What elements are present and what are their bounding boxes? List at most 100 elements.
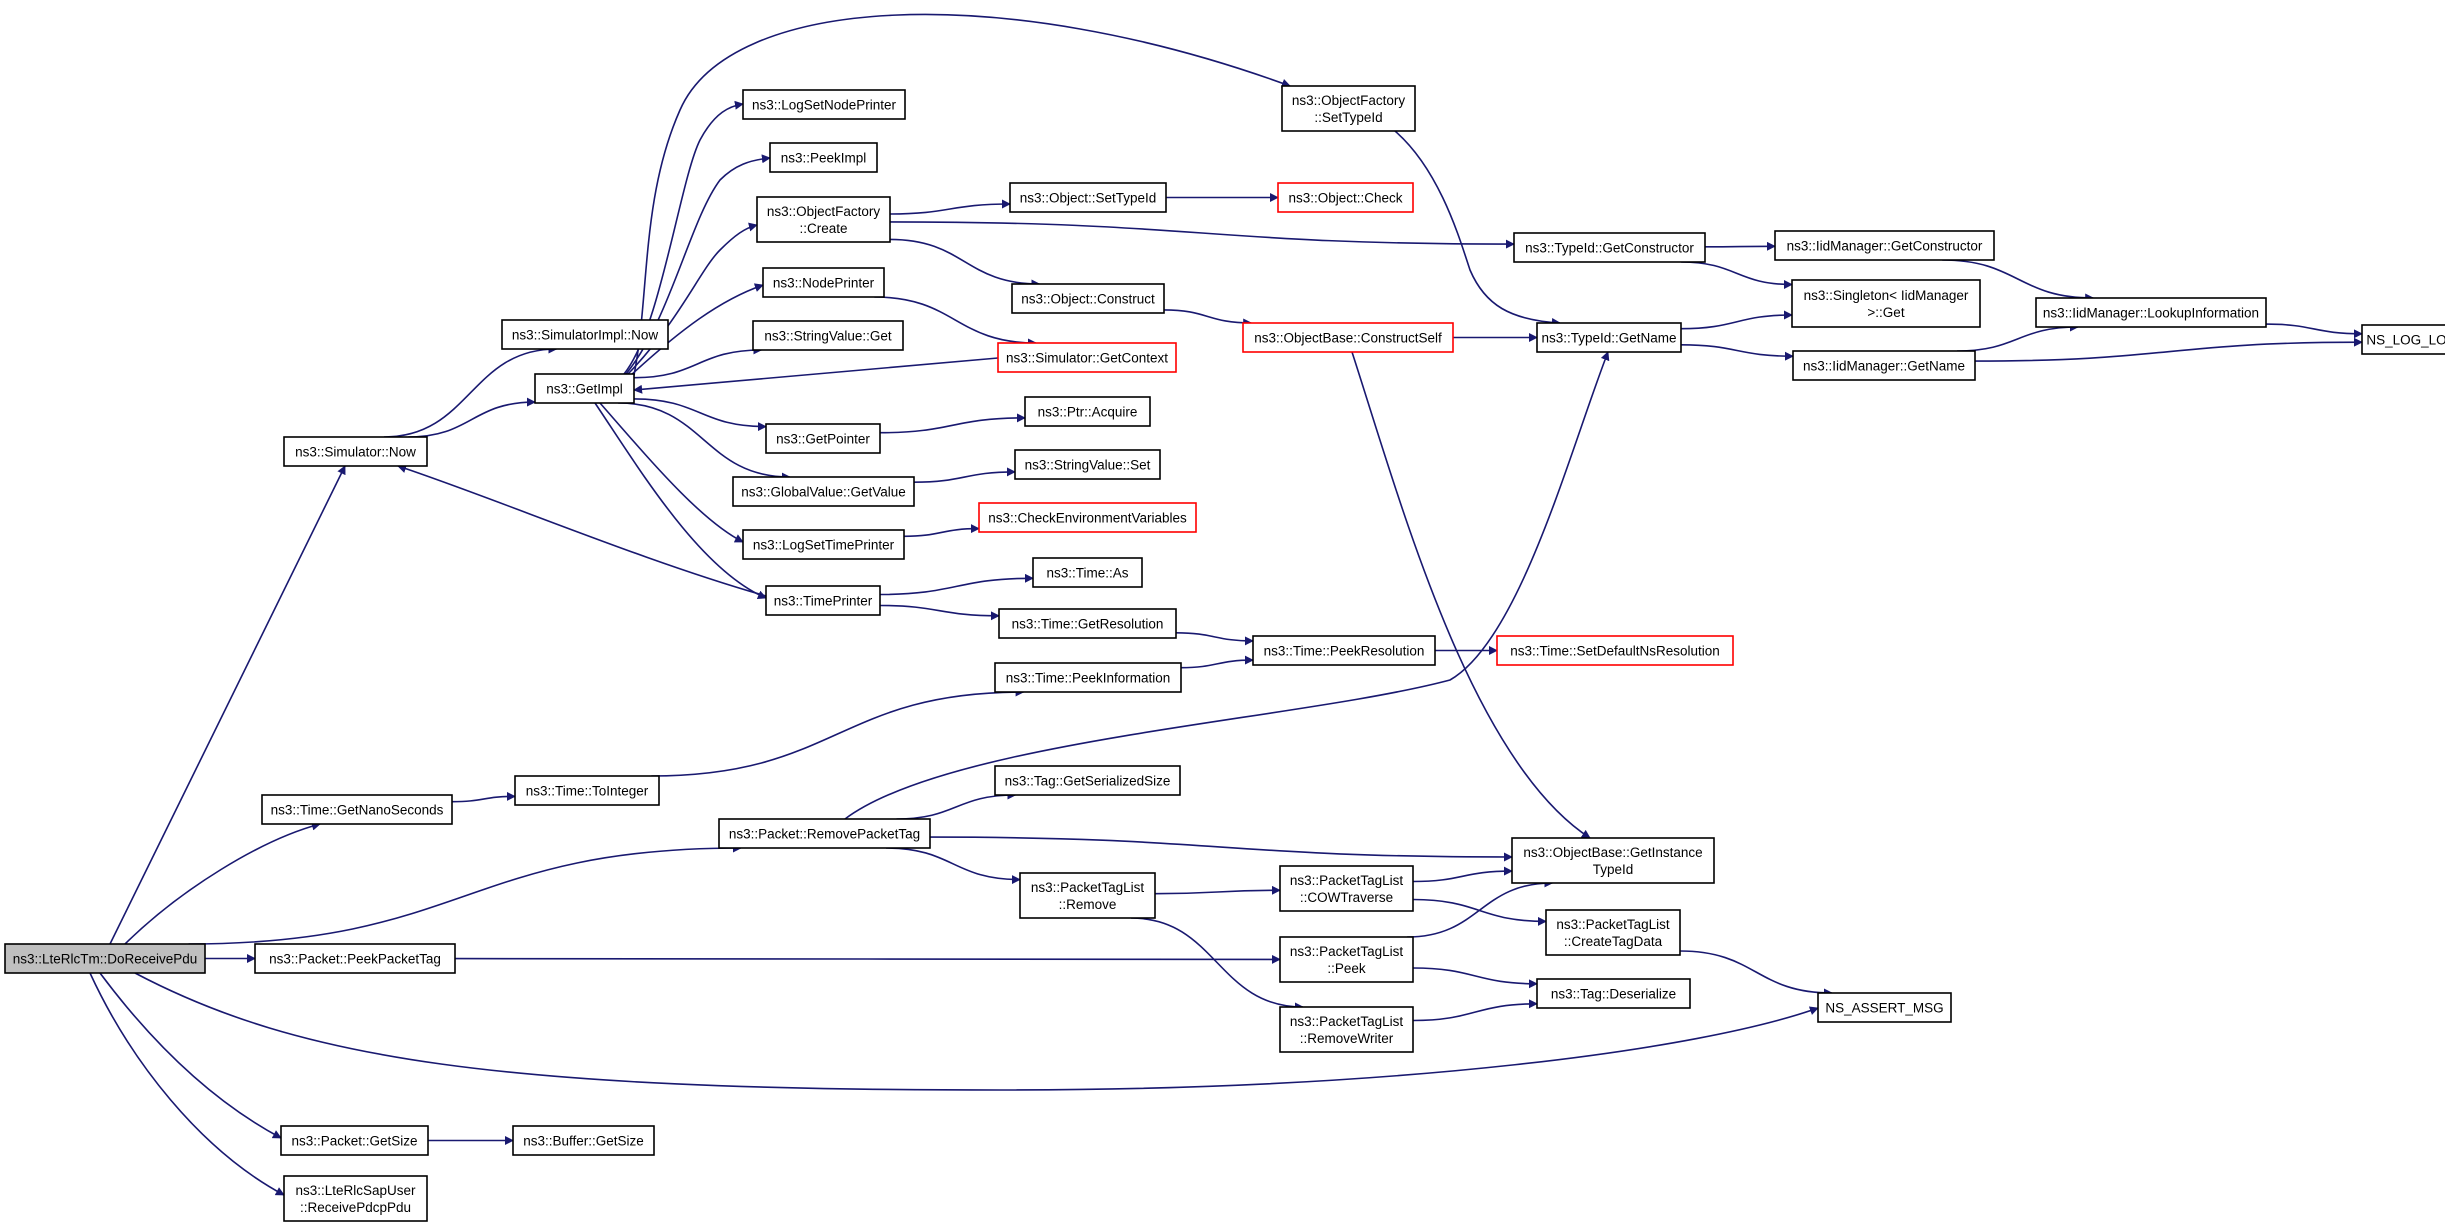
function-node-peek-impl[interactable]: ns3::PeekImpl — [769, 142, 878, 173]
node-box — [742, 89, 906, 120]
node-box — [1014, 449, 1161, 480]
node-box — [1536, 978, 1691, 1009]
node-label: ns3::NodePrinter — [773, 276, 875, 291]
node-box — [765, 423, 881, 454]
call-edge-getImpl-to-timePrinter — [594, 402, 767, 599]
function-node-time-printer[interactable]: ns3::TimePrinter — [765, 585, 881, 616]
node-label: ns3::TypeId::GetConstructor — [1525, 241, 1694, 256]
node-label: ns3::Tag::GetSerializedSize — [1005, 774, 1171, 789]
node-box — [1242, 322, 1454, 353]
function-node-time-get-nano[interactable]: ns3::Time::GetNanoSeconds — [261, 794, 453, 825]
function-node-root: ns3::LteRlcTm::DoReceivePdu — [4, 943, 206, 974]
node-box — [1774, 230, 1995, 261]
function-node-iid-get-name[interactable]: ns3::IidManager::GetName — [1792, 350, 1976, 381]
node-box — [718, 818, 931, 849]
function-node-pkt-get-size[interactable]: ns3::Packet::GetSize — [280, 1125, 429, 1156]
function-node-obj-check[interactable]: ns3::Object::Check — [1277, 182, 1414, 213]
node-label: ns3::Simulator::GetContext — [1006, 351, 1168, 366]
node-label: ns3::LteRlcSapUser — [295, 1183, 416, 1198]
function-node-ns-assert[interactable]: NS_ASSERT_MSG — [1817, 992, 1952, 1023]
function-node-of-set-type-id[interactable]: ns3::ObjectFactory::SetTypeId — [1281, 85, 1416, 132]
node-label: ns3::GetPointer — [776, 432, 870, 447]
node-box — [1279, 865, 1414, 912]
function-node-obj-set-type-id[interactable]: ns3::Object::SetTypeId — [1009, 182, 1167, 213]
call-edge-root-to-sapReceive — [89, 972, 285, 1196]
call-edge-timePrinter-to-timeGetRes — [879, 604, 1000, 621]
node-label: ns3::SimulatorImpl::Now — [512, 328, 659, 343]
function-node-pkt-peek-tag[interactable]: ns3::Packet::PeekPacketTag — [254, 943, 456, 974]
node-label: ns3::Buffer::GetSize — [523, 1134, 644, 1149]
node-label: ns3::Time::SetDefaultNsResolution — [1510, 644, 1720, 659]
node-box — [1496, 635, 1734, 666]
node-box — [280, 1125, 429, 1156]
function-node-ns-log-logic[interactable]: NS_LOG_LOGIC — [2361, 324, 2445, 355]
node-label: ns3::StringValue::Get — [764, 329, 892, 344]
function-node-tag-deserialize[interactable]: ns3::Tag::Deserialize — [1536, 978, 1691, 1009]
node-box — [534, 373, 635, 404]
function-node-gv-get-value[interactable]: ns3::GlobalValue::GetValue — [732, 476, 915, 507]
call-edge-pktRemoveTag-to-ptlRemove — [885, 847, 1021, 885]
node-label: ns3::TypeId::GetName — [1541, 331, 1676, 346]
node-box — [1277, 182, 1414, 213]
call-edge-simNow-to-simImplNow — [383, 344, 558, 438]
node-box — [1279, 936, 1414, 983]
function-node-sim-get-context[interactable]: ns3::Simulator::GetContext — [997, 342, 1177, 373]
function-node-iid-lookup[interactable]: ns3::IidManager::LookupInformation — [2035, 297, 2267, 328]
function-node-pkt-remove-tag[interactable]: ns3::Packet::RemovePacketTag — [718, 818, 931, 849]
function-node-time-peek-info[interactable]: ns3::Time::PeekInformation — [994, 662, 1182, 693]
call-edge-pktPeekTag-to-ptlPeek — [454, 954, 1281, 964]
function-node-str-val-get[interactable]: ns3::StringValue::Get — [752, 320, 904, 351]
node-box — [994, 662, 1182, 693]
function-node-sim-impl-now[interactable]: ns3::SimulatorImpl::Now — [501, 319, 669, 350]
function-node-iid-get-ctor[interactable]: ns3::IidManager::GetConstructor — [1774, 230, 1995, 261]
function-node-buf-get-size[interactable]: ns3::Buffer::GetSize — [512, 1125, 655, 1156]
node-label: NS_LOG_LOGIC — [2366, 333, 2445, 348]
call-edge-iidGetName-to-iidLookup — [1956, 322, 2079, 352]
function-node-ob-construct-self[interactable]: ns3::ObjectBase::ConstructSelf — [1242, 322, 1454, 353]
function-node-time-set-default[interactable]: ns3::Time::SetDefaultNsResolution — [1496, 635, 1734, 666]
call-edge-getImpl-to-gvGetValue — [618, 402, 791, 482]
node-label: ns3::StringValue::Set — [1025, 458, 1151, 473]
node-label: ns3::PacketTagList — [1290, 1014, 1404, 1029]
function-node-ptl-peek[interactable]: ns3::PacketTagList::Peek — [1279, 936, 1414, 983]
function-node-tag-get-size[interactable]: ns3::Tag::GetSerializedSize — [994, 765, 1181, 796]
function-node-of-create[interactable]: ns3::ObjectFactory::Create — [756, 196, 891, 243]
function-node-log-set-time[interactable]: ns3::LogSetTimePrinter — [742, 529, 905, 560]
call-edge-getImpl-to-nodePrinter — [629, 283, 764, 377]
node-label: ns3::Time::PeekResolution — [1264, 644, 1425, 659]
node-label: ::Remove — [1059, 897, 1117, 912]
node-box — [1252, 635, 1436, 666]
node-label: ns3::PacketTagList — [1290, 873, 1404, 888]
function-node-ptl-cow[interactable]: ns3::PacketTagList::COWTraverse — [1279, 865, 1414, 912]
function-node-type-id-get-name[interactable]: ns3::TypeId::GetName — [1536, 322, 1682, 353]
function-node-time-as[interactable]: ns3::Time::As — [1032, 557, 1143, 588]
function-node-get-pointer[interactable]: ns3::GetPointer — [765, 423, 881, 454]
function-node-log-set-node[interactable]: ns3::LogSetNodePrinter — [742, 89, 906, 120]
function-node-ptl-remove[interactable]: ns3::PacketTagList::Remove — [1019, 872, 1156, 919]
function-node-time-peek-res[interactable]: ns3::Time::PeekResolution — [1252, 635, 1436, 666]
function-node-singleton-get[interactable]: ns3::Singleton< IidManager>::Get — [1791, 279, 1981, 328]
function-node-node-printer[interactable]: ns3::NodePrinter — [762, 267, 885, 298]
function-node-obj-construct[interactable]: ns3::Object::Construct — [1011, 283, 1165, 314]
function-node-sap-receive[interactable]: ns3::LteRlcSapUser::ReceivePdcpPdu — [283, 1175, 428, 1222]
call-edge-nodePrinter-to-simGetContext — [874, 296, 1037, 348]
function-node-str-val-set[interactable]: ns3::StringValue::Set — [1014, 449, 1161, 480]
function-node-time-get-res[interactable]: ns3::Time::GetResolution — [998, 608, 1177, 639]
function-node-type-id-get-ctor[interactable]: ns3::TypeId::GetConstructor — [1513, 232, 1706, 263]
call-edge-timeToInteger-to-timePeekInfo — [651, 687, 1025, 777]
function-node-get-impl[interactable]: ns3::GetImpl — [534, 373, 635, 404]
node-label: ::RemoveWriter — [1300, 1031, 1394, 1046]
call-edge-ofCreate-to-objSetTypeId — [889, 199, 1011, 215]
call-edge-ofCreate-to-objConstruct — [889, 238, 1041, 289]
node-box — [752, 320, 904, 351]
function-node-ptr-acquire[interactable]: ns3::Ptr::Acquire — [1024, 396, 1151, 427]
function-node-time-to-integer[interactable]: ns3::Time::ToInteger — [514, 775, 660, 806]
function-node-sim-now[interactable]: ns3::Simulator::Now — [283, 436, 428, 467]
node-box — [1032, 557, 1143, 588]
node-label: ns3::GetImpl — [546, 382, 623, 397]
function-node-check-env[interactable]: ns3::CheckEnvironmentVariables — [978, 502, 1197, 533]
call-edge-typeIdGetName-to-iidGetName — [1680, 344, 1794, 361]
function-node-ptl-remove-writer[interactable]: ns3::PacketTagList::RemoveWriter — [1279, 1006, 1414, 1053]
function-node-ptl-create[interactable]: ns3::PacketTagList::CreateTagData — [1545, 909, 1681, 956]
